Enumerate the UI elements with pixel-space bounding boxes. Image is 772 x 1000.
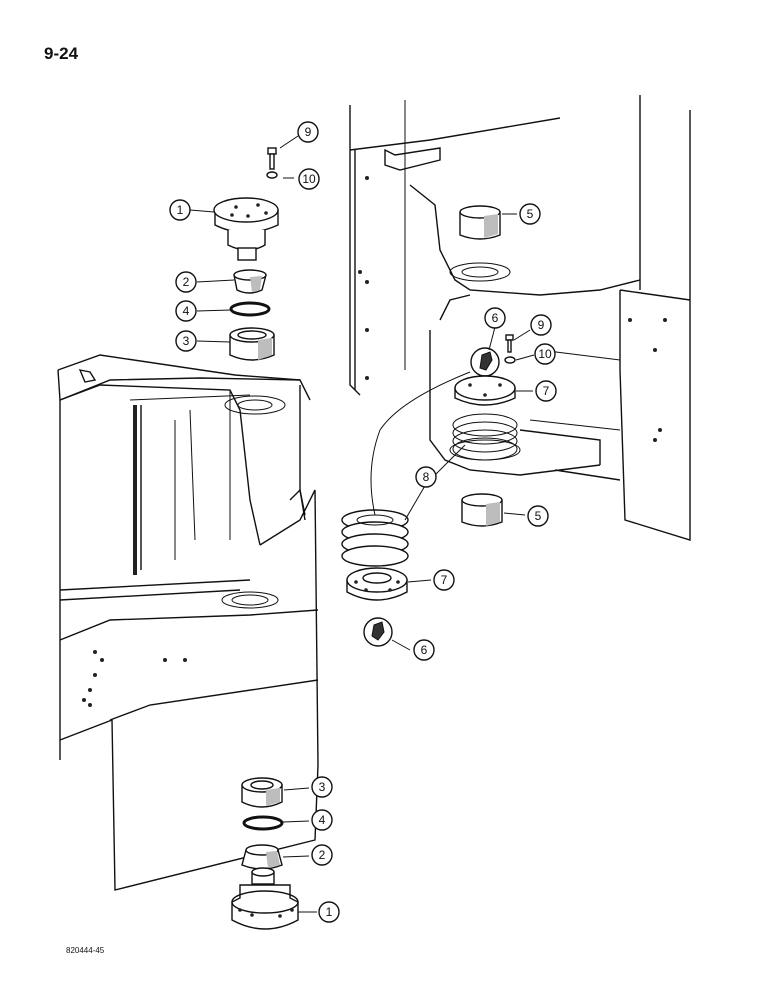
callout-c5-top: 5	[519, 203, 541, 225]
callout-c1-bottom: 1	[318, 901, 340, 923]
o-ring-top	[229, 301, 271, 317]
bearing-cup-bottom	[241, 777, 283, 808]
washer-top	[266, 171, 278, 179]
pivot-pin-bottom	[231, 867, 299, 930]
callout-label: 1	[326, 905, 333, 919]
callout-circle	[311, 844, 333, 866]
bolt-right	[504, 334, 516, 364]
bushing-upper	[459, 205, 501, 240]
callout-c9-right: 9	[530, 314, 552, 336]
callout-c8: 8	[415, 466, 437, 488]
callout-circle	[530, 314, 552, 336]
callout-circle	[484, 307, 506, 329]
shim-stack-upper	[452, 413, 518, 461]
callout-circle	[535, 380, 557, 402]
right-frame	[349, 95, 691, 541]
callout-c7-top: 7	[535, 380, 557, 402]
callout-circle	[433, 569, 455, 591]
callout-c2-bottom: 2	[311, 844, 333, 866]
callout-label: 5	[527, 207, 534, 221]
callout-label: 5	[535, 509, 542, 523]
callout-circle	[527, 505, 549, 527]
callout-circle	[415, 466, 437, 488]
callout-label: 4	[319, 813, 326, 827]
o-ring-bottom	[242, 815, 284, 831]
callout-c4-bottom: 4	[311, 809, 333, 831]
callout-circle	[175, 330, 197, 352]
callout-c3-bottom: 3	[311, 776, 333, 798]
callout-c3-top: 3	[175, 330, 197, 352]
callout-c10-right: 10	[534, 343, 556, 365]
callout-circle	[413, 639, 435, 661]
callout-label: 10	[538, 347, 552, 361]
shim-stack	[341, 509, 409, 567]
bushing-lower	[461, 493, 503, 527]
callout-c9-top: 9	[297, 121, 319, 143]
callout-c6-top: 6	[484, 307, 506, 329]
callout-c7-bottom: 7	[433, 569, 455, 591]
bearing-cone-bottom	[241, 844, 283, 870]
callout-circle	[534, 343, 556, 365]
left-frame	[57, 354, 319, 891]
callout-circle	[311, 809, 333, 831]
drawing-code: 820444-45	[66, 946, 105, 955]
callout-c4-top: 4	[175, 300, 197, 322]
callout-label: 8	[423, 470, 430, 484]
callout-circle	[318, 901, 340, 923]
callout-circle	[169, 199, 191, 221]
callout-circle	[298, 168, 320, 190]
grease-line	[370, 371, 471, 516]
callout-c2-top: 2	[175, 271, 197, 293]
callout-circle	[175, 271, 197, 293]
cap-plate-lower	[346, 567, 408, 601]
callout-label: 6	[421, 643, 428, 657]
grease-fitting-upper	[470, 347, 500, 377]
callout-circle	[175, 300, 197, 322]
page-number: 9-24	[44, 44, 79, 63]
callout-label: 7	[441, 573, 448, 587]
callout-label: 3	[183, 334, 190, 348]
callout-circle	[519, 203, 541, 225]
callout-layer: 9 10 1 2 4 3 5 6 9 10 7 8 5 7 6 3 4 2 1	[169, 121, 557, 923]
callout-label: 9	[305, 125, 312, 139]
pivot-pin-top	[213, 197, 279, 261]
grease-fitting-lower	[363, 617, 393, 647]
bearing-cone-top	[233, 269, 267, 294]
callout-label: 2	[319, 848, 326, 862]
callout-c10-top: 10	[298, 168, 320, 190]
cap-plate-upper	[454, 375, 516, 406]
callout-label: 1	[177, 203, 184, 217]
callout-label: 6	[492, 311, 499, 325]
callout-c1-top: 1	[169, 199, 191, 221]
callout-label: 9	[538, 318, 545, 332]
callout-label: 3	[319, 780, 326, 794]
callout-circle	[311, 776, 333, 798]
callout-c6-bottom: 6	[413, 639, 435, 661]
callout-label: 2	[183, 275, 190, 289]
callout-label: 7	[543, 384, 550, 398]
callout-c5-bottom: 5	[527, 505, 549, 527]
bearing-cup-top	[229, 327, 275, 361]
callout-circle	[297, 121, 319, 143]
bolt-top	[267, 147, 277, 170]
callout-label: 4	[183, 304, 190, 318]
callout-label: 10	[302, 172, 316, 186]
